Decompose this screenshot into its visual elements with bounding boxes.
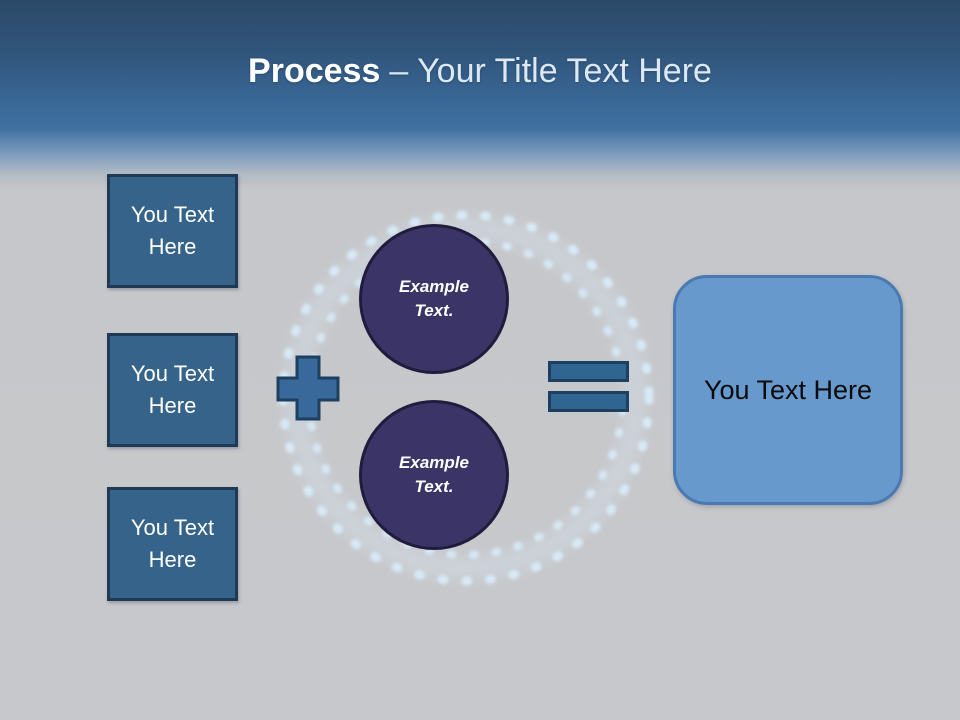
- left-box-3-label: You Text Here: [130, 515, 215, 572]
- equals-icon: [548, 361, 629, 412]
- example-circle-1-label: Example Text.: [399, 277, 469, 320]
- plus-icon: [276, 355, 340, 421]
- result-box: You Text Here: [673, 275, 903, 505]
- left-box-1-label: You Text Here: [130, 202, 215, 259]
- example-circle-2: Example Text.: [359, 400, 509, 550]
- equals-top-bar: [548, 361, 629, 382]
- left-box-1: You Text Here: [107, 174, 238, 288]
- slide-title-rest: – Your Title Text Here: [389, 52, 712, 90]
- slide-title-emphasis: Process: [248, 52, 381, 90]
- left-box-2-label: You Text Here: [130, 361, 215, 418]
- example-circle-1: Example Text.: [359, 224, 509, 374]
- slide-title: Process– Your Title Text Here: [0, 52, 960, 91]
- left-box-2: You Text Here: [107, 333, 238, 447]
- result-box-label: You Text Here: [703, 374, 873, 405]
- example-circle-2-label: Example Text.: [399, 453, 469, 496]
- equals-bottom-bar: [548, 391, 629, 412]
- left-box-3: You Text Here: [107, 487, 238, 601]
